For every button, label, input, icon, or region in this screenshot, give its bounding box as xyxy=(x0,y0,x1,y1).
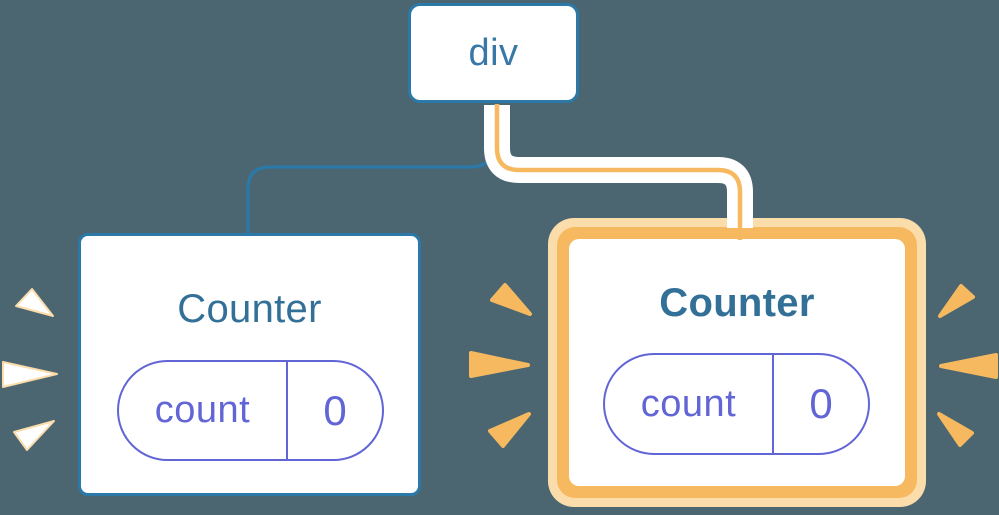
tree-edge-right-casing xyxy=(484,105,753,228)
highlight-halo-ring: Counter count 0 xyxy=(548,218,926,507)
component-card-left: Counter count 0 xyxy=(78,233,421,496)
state-name: count xyxy=(640,382,737,425)
sparkle-icon xyxy=(490,283,532,316)
sparkle-icon xyxy=(939,353,998,379)
highlight-border-ring: Counter count 0 xyxy=(557,227,917,498)
component-title: Counter xyxy=(659,280,815,325)
sparkle-icon xyxy=(469,351,530,378)
root-node-label: div xyxy=(468,31,519,74)
sparkle-icon xyxy=(488,412,531,448)
state-pill: count 0 xyxy=(117,360,384,461)
sparkle-icon xyxy=(2,361,58,388)
state-value: 0 xyxy=(772,355,868,453)
tree-edge-left xyxy=(246,104,495,235)
component-card-right: Counter count 0 xyxy=(569,239,905,486)
root-node: div xyxy=(408,3,579,103)
component-title: Counter xyxy=(177,286,322,331)
state-name: count xyxy=(154,389,251,431)
sparkle-icon xyxy=(938,284,975,318)
state-pill: count 0 xyxy=(603,353,870,455)
sparkle-icon xyxy=(13,420,55,451)
sparkle-icon xyxy=(15,288,54,317)
sparkle-icon xyxy=(937,412,974,447)
state-value: 0 xyxy=(286,362,382,459)
